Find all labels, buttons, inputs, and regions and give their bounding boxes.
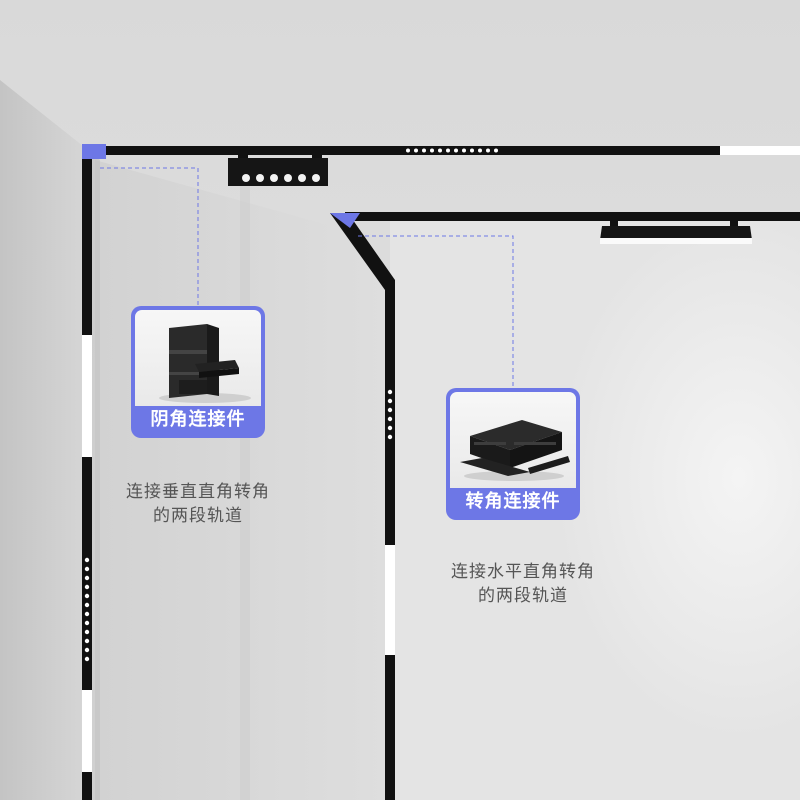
top-track xyxy=(88,146,720,155)
leader-lines xyxy=(100,167,514,388)
corner-connector-description: 连接水平直角转角 的两段轨道 xyxy=(423,560,623,608)
inside-corner-connector-description: 连接垂直直角转角 的两段轨道 xyxy=(98,480,298,528)
left-track-light xyxy=(82,335,92,457)
linear-light-fixture xyxy=(600,216,752,244)
description-line: 的两段轨道 xyxy=(153,506,243,526)
left-track-dots xyxy=(84,557,90,662)
inside-corner-connector-photo xyxy=(135,310,261,406)
corner-marker xyxy=(330,213,360,228)
left-track-light-lower xyxy=(82,690,92,772)
inside-corner-connector-card: 阴角连接件 xyxy=(131,306,265,438)
description-line: 的两段轨道 xyxy=(478,586,568,606)
corner-connector-title: 转角连接件 xyxy=(465,491,561,512)
description-line: 连接水平直角转角 xyxy=(451,562,595,582)
right-vertical-track xyxy=(385,285,395,800)
diagonal-track xyxy=(330,213,395,290)
upper-track xyxy=(345,212,800,221)
right-track-light xyxy=(385,545,395,655)
corner-connector-card: 转角连接件 xyxy=(446,388,580,520)
left-wall xyxy=(0,80,88,800)
inside-corner-marker xyxy=(82,144,106,159)
inside-corner-connector-title: 阴角连接件 xyxy=(150,409,246,430)
spotlight-fixture xyxy=(228,152,328,186)
right-track-dots xyxy=(387,389,393,440)
left-track xyxy=(82,146,92,800)
description-line: 连接垂直直角转角 xyxy=(126,482,270,502)
corner-connector-photo xyxy=(450,392,576,488)
top-track-light xyxy=(720,146,800,155)
back-wall xyxy=(390,215,800,800)
top-track-dots xyxy=(406,148,498,153)
